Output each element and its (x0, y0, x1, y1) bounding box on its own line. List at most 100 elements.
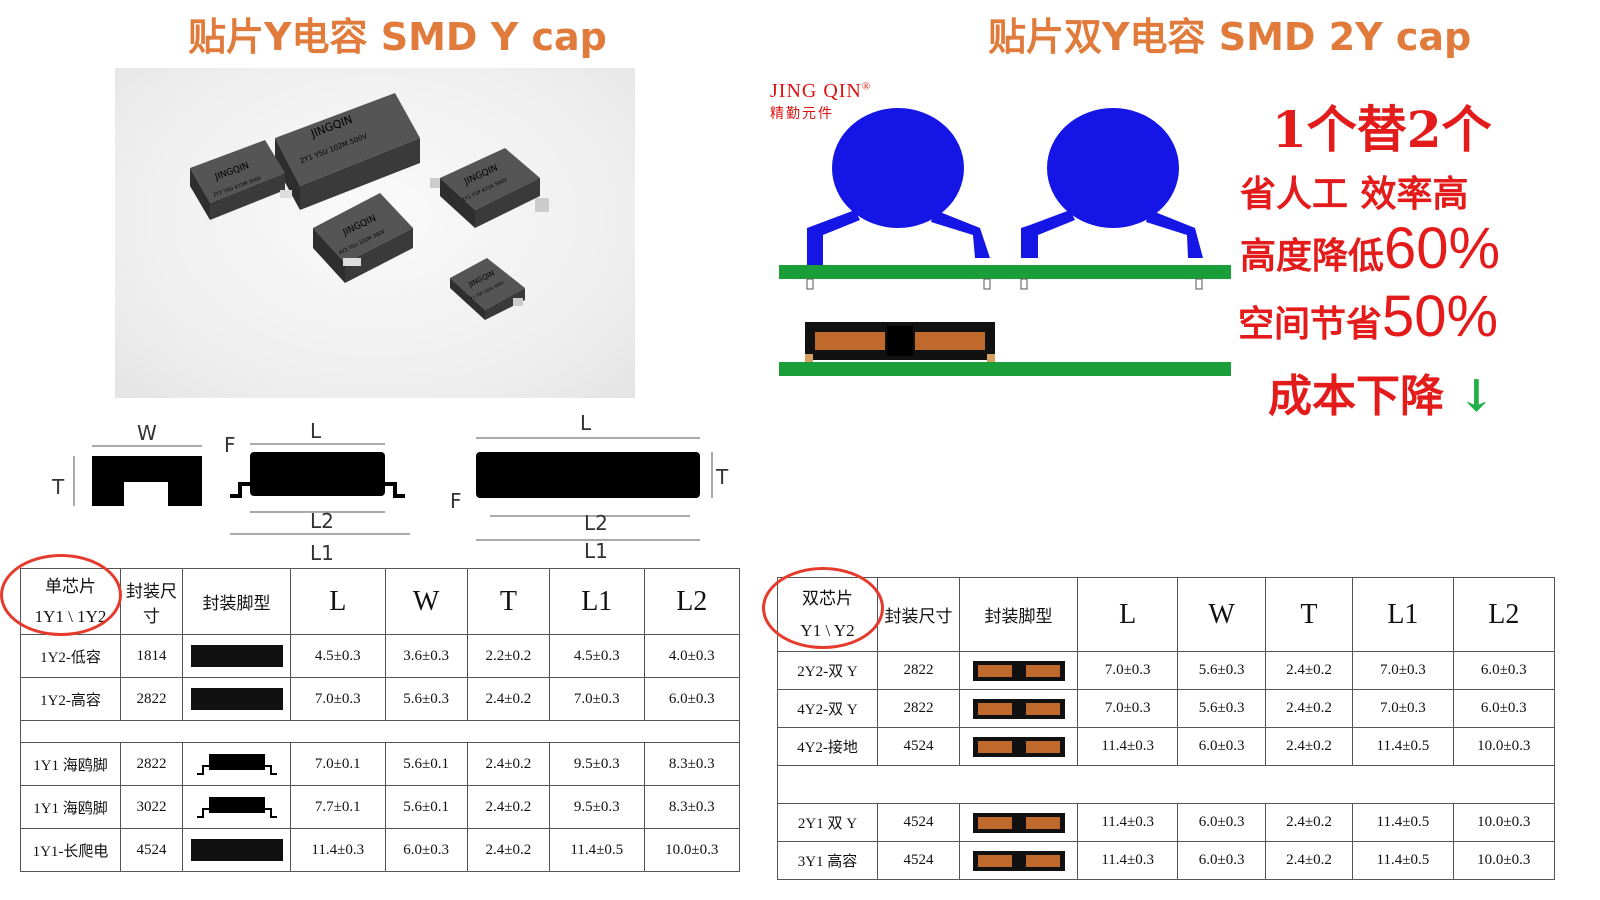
cell-model: 4Y2-双 Y (777, 689, 878, 728)
cell-l: 11.4±0.3 (290, 828, 386, 872)
header-l2: L2 (643, 568, 740, 635)
cell-pin-shape (959, 651, 1078, 690)
cell-l2: 8.3±0.3 (643, 785, 740, 829)
cell-pin-shape (959, 803, 1078, 842)
header-l2: L2 (1452, 577, 1556, 652)
cell-size: 4524 (120, 828, 183, 872)
cell-model: 4Y2-接地 (777, 727, 878, 766)
chip-tiny: JINGQIN Y2 Y5P 101K 300V (450, 258, 525, 320)
cell-l1: 11.4±0.5 (1352, 803, 1454, 842)
dual-chip-spec-table: 双芯片 Y1 \ Y2 封装尺寸 封装脚型 L W T L1 L2 2Y2-双 … (777, 577, 1556, 880)
dim-l1-label-1: L1 (310, 541, 334, 565)
cell-t: 2.4±0.2 (1264, 727, 1354, 766)
cell-l: 7.0±0.1 (290, 742, 386, 786)
cell-t: 2.4±0.2 (466, 828, 551, 872)
dual-pad-icon (972, 736, 1065, 757)
cell-l1: 9.5±0.3 (549, 785, 645, 829)
cell-model: 3Y1 高容 (777, 841, 878, 880)
table-row: 4Y2-双 Y 2822 7.0±0.3 5.6±0.3 2.4±0.2 7.0… (777, 689, 1556, 728)
cell-pin-shape (959, 727, 1078, 766)
cell-l2: 10.0±0.3 (643, 828, 740, 872)
table-header-row: 双芯片 Y1 \ Y2 封装尺寸 封装脚型 L W T L1 L2 (777, 577, 1556, 652)
highlight-circle-dual (762, 567, 884, 649)
cell-t: 2.4±0.2 (1264, 651, 1354, 690)
product-photo: JINGQIN 2Y1 Y5U 102M 500V JINGQIN 2Y2 Y5… (115, 68, 635, 398)
dual-pad-icon (972, 698, 1065, 719)
cell-w: 5.6±0.3 (1177, 689, 1266, 728)
cell-t: 2.4±0.2 (466, 742, 551, 786)
flat-pad-icon (190, 688, 283, 710)
cell-t: 2.4±0.2 (1264, 689, 1354, 728)
dim-w-label: W (137, 421, 157, 445)
cell-size: 4524 (877, 803, 960, 842)
chip-right: JINGQIN 1Y1 Y5P 471K 500V (430, 148, 549, 228)
header-l: L (290, 568, 386, 635)
highlight-circle-single (0, 554, 122, 636)
cell-l2: 6.0±0.3 (1452, 689, 1556, 728)
cell-pin-shape (959, 841, 1078, 880)
cell-w: 6.0±0.3 (384, 828, 468, 872)
cell-l: 7.0±0.3 (1076, 689, 1179, 728)
cell-pin-shape (182, 677, 291, 721)
cell-l1: 9.5±0.3 (549, 742, 645, 786)
dual-pad-icon (972, 660, 1065, 681)
cell-t: 2.4±0.2 (1264, 803, 1354, 842)
cell-l: 7.0±0.3 (290, 677, 386, 721)
cell-l: 11.4±0.3 (1076, 841, 1179, 880)
cell-w: 5.6±0.1 (384, 785, 468, 829)
single-chip-spec-table: 单芯片 1Y1 \ 1Y2 封装尺寸 封装脚型 L W T L1 L2 1Y2-… (20, 568, 740, 872)
header-package-pin: 封装脚型 (182, 568, 291, 635)
cell-size: 1814 (120, 634, 183, 678)
through-hole-cap-2 (1021, 108, 1203, 258)
table-row: 1Y1-长爬电 4524 11.4±0.3 6.0±0.3 2.4±0.2 11… (20, 828, 740, 872)
pcb-board-bottom (779, 362, 1231, 376)
gull-view: L F L2 L1 (224, 419, 410, 565)
dim-t-label: T (51, 475, 65, 499)
cell-l1: 7.0±0.3 (1352, 651, 1454, 690)
cell-l2: 10.0±0.3 (1452, 841, 1556, 880)
cell-l1: 11.4±0.5 (1352, 727, 1454, 766)
gull-wing-pad-icon (196, 797, 277, 818)
dim-t-label-2: T (715, 465, 729, 489)
cell-l1: 11.4±0.5 (1352, 841, 1454, 880)
dim-l-label-2: L (580, 411, 592, 435)
flat-pad-icon (190, 645, 283, 667)
table-row: 3Y1 高容 4524 11.4±0.3 6.0±0.3 2.4±0.2 11.… (777, 841, 1556, 880)
cell-l: 4.5±0.3 (290, 634, 386, 678)
cell-l2: 6.0±0.3 (1452, 651, 1556, 690)
table-row: 2Y2-双 Y 2822 7.0±0.3 5.6±0.3 2.4±0.2 7.0… (777, 651, 1556, 690)
left-title: 贴片Y电容 SMD Y cap (188, 15, 607, 59)
dim-f-label-1: F (224, 433, 236, 457)
logo-main-text: JING QIN (770, 80, 862, 102)
slogan-height-text: 高度降低 (1240, 235, 1385, 277)
table-spacer-row (20, 720, 740, 743)
header-package-size: 封装尺寸 (877, 577, 960, 652)
header-w: W (384, 568, 468, 635)
chip-center: JINGQIN 4Y2 Y5U 102M 300V (313, 193, 413, 283)
cell-w: 6.0±0.3 (1177, 727, 1266, 766)
cell-l1: 4.5±0.3 (549, 634, 645, 678)
slogan-height: 高度降低60% (1240, 215, 1500, 282)
side-view: W T (51, 421, 202, 506)
cell-l: 11.4±0.3 (1076, 727, 1179, 766)
slogan-space: 空间节省50% (1238, 283, 1498, 350)
dual-pad-icon (972, 850, 1065, 871)
long-view: L T F L2 L1 (450, 411, 729, 563)
cell-w: 6.0±0.3 (1177, 803, 1266, 842)
cell-l1: 11.4±0.5 (549, 828, 645, 872)
cell-t: 2.4±0.2 (1264, 841, 1354, 880)
cell-model: 1Y2-低容 (20, 634, 121, 678)
slogan-cost-text: 成本下降 (1268, 371, 1444, 422)
cell-l1: 7.0±0.3 (1352, 689, 1454, 728)
cell-w: 5.6±0.3 (384, 677, 468, 721)
cell-size: 3022 (120, 785, 183, 829)
header-package-pin: 封装脚型 (959, 577, 1078, 652)
slogan-space-percent: 50% (1382, 284, 1499, 349)
cell-l2: 10.0±0.3 (1452, 727, 1556, 766)
slogan-height-percent: 60% (1384, 216, 1501, 281)
slogan-one-replaces-two: 1个替2个 (1272, 100, 1492, 159)
dimension-drawings: W T L F L2 L1 L T F L2 L1 (51, 411, 729, 565)
cell-size: 4524 (877, 727, 960, 766)
cell-l2: 6.0±0.3 (643, 677, 740, 721)
right-title: 贴片双Y电容 SMD 2Y cap (988, 15, 1472, 59)
